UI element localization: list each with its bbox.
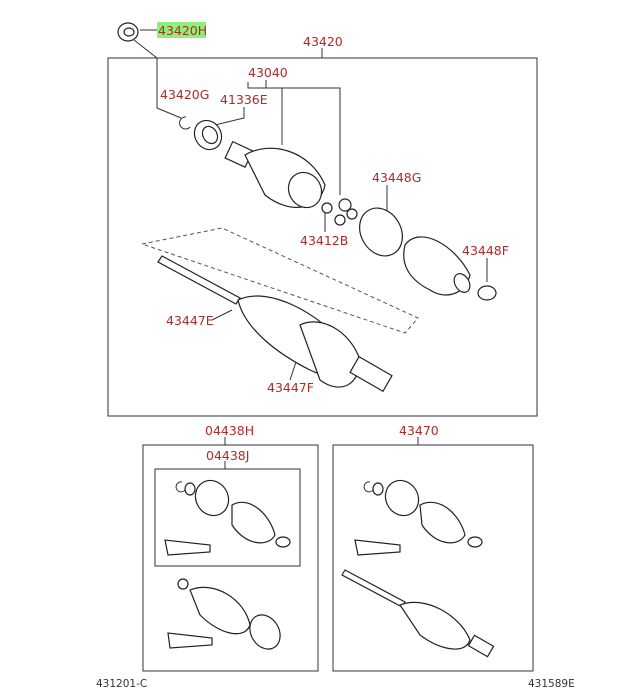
label-04438H[interactable]: 04438H: [205, 423, 254, 438]
snap-ring-icon: [179, 116, 191, 130]
ref-code-right: 431589E: [528, 678, 575, 690]
leader-lines: [133, 29, 488, 469]
kit-h-parts-icon: [167, 578, 281, 650]
label-43412B[interactable]: 43412B: [300, 233, 348, 248]
boot-icon: [403, 236, 471, 296]
ring-icon: [193, 119, 223, 151]
clamp-g-icon: [359, 207, 403, 257]
spider-icon: [334, 198, 358, 226]
seal-icon: [117, 22, 139, 42]
label-43040[interactable]: 43040: [248, 65, 288, 80]
outer-joint-icon: [224, 140, 326, 209]
highlight-43420H: [157, 22, 206, 38]
label-43448F[interactable]: 43448F: [462, 243, 509, 258]
label-04438J[interactable]: 04438J: [206, 448, 249, 463]
label-43420[interactable]: 43420: [303, 34, 343, 49]
ring-b-icon: [321, 202, 333, 214]
label-43420H[interactable]: 43420H: [158, 23, 207, 38]
drive-shaft-icon: [157, 255, 393, 393]
label-43420G[interactable]: 43420G: [160, 87, 209, 102]
label-43470[interactable]: 43470: [399, 423, 439, 438]
label-43448G[interactable]: 43448G: [372, 170, 421, 185]
shaft-kit-frame: [332, 444, 534, 672]
dashed-group-outline: [140, 227, 419, 334]
kit-j-parts-icon: [164, 479, 291, 556]
label-43447F[interactable]: 43447F: [267, 380, 314, 395]
ref-code-left: 431201-C: [96, 678, 147, 690]
boot-kit-j-frame: [154, 468, 301, 567]
boot-kit-h-frame: [142, 444, 319, 672]
shaft-kit-parts-icon: [341, 479, 495, 658]
label-43447E[interactable]: 43447E: [166, 313, 214, 328]
label-41336E[interactable]: 41336E: [220, 92, 268, 107]
clamp-f-icon: [477, 285, 497, 301]
